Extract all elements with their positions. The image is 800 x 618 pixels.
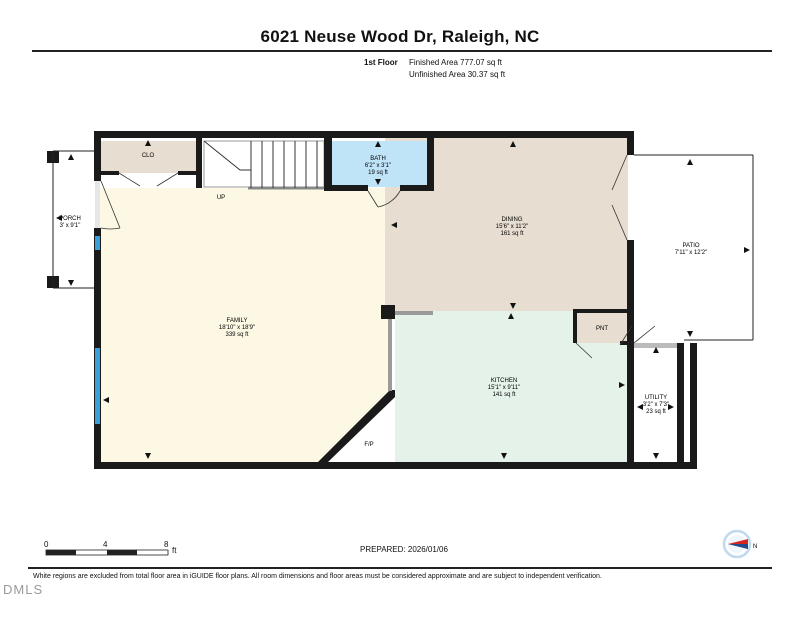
patio-label: PATIO bbox=[682, 243, 699, 249]
dining-label: DINING bbox=[502, 217, 523, 223]
dining-dims: 15'6" x 11'2" bbox=[496, 224, 528, 230]
bath-dims: 6'2" x 3'1" bbox=[365, 163, 391, 169]
scale-tick-4: 4 bbox=[103, 540, 108, 549]
patio-dims: 7'11" x 12'2" bbox=[675, 250, 707, 256]
utility-label: UTILITY bbox=[645, 395, 667, 401]
pantry-room bbox=[576, 311, 628, 343]
footer-divider bbox=[28, 567, 772, 569]
kitchen-area: 141 sq ft bbox=[492, 392, 515, 398]
scale-tick-0: 0 bbox=[44, 540, 49, 549]
unfinished-area: Unfinished Area 30.37 sq ft bbox=[409, 70, 506, 79]
mls-watermark: DMLS bbox=[3, 582, 44, 597]
stairs-up-label: UP bbox=[217, 195, 225, 201]
prepared-date: PREPARED: 2026/01/06 bbox=[360, 545, 448, 554]
stairs bbox=[203, 140, 325, 190]
closet-label: CLO bbox=[142, 153, 155, 159]
family-label: FAMILY bbox=[227, 318, 248, 324]
scale-bar bbox=[45, 549, 169, 556]
walls bbox=[47, 131, 697, 469]
disclaimer-text: White regions are excluded from total fl… bbox=[33, 573, 602, 580]
scale-tick-8: 8 bbox=[164, 540, 169, 549]
floor-label: 1st Floor bbox=[364, 58, 398, 67]
porch-outline bbox=[52, 150, 94, 289]
porch-dims: 3' x 9'1" bbox=[60, 223, 81, 229]
finished-area: Finished Area 777.07 sq ft bbox=[409, 58, 502, 67]
fireplace-label: F/P bbox=[364, 442, 373, 448]
compass-icon: N bbox=[722, 529, 757, 559]
partitions bbox=[388, 311, 677, 391]
compass-north-label: N bbox=[753, 544, 757, 550]
closet-room bbox=[100, 141, 196, 173]
kitchen-label: KITCHEN bbox=[491, 378, 517, 384]
windows bbox=[95, 181, 100, 424]
family-area: 339 sq ft bbox=[225, 332, 248, 338]
utility-area: 23 sq ft bbox=[646, 409, 666, 415]
dining-area: 161 sq ft bbox=[500, 231, 523, 237]
patio-outline bbox=[634, 154, 754, 341]
bath-label: BATH bbox=[370, 156, 386, 162]
kitchen-dims: 15'1" x 9'11" bbox=[488, 385, 520, 391]
door-swings bbox=[100, 154, 656, 359]
family-room bbox=[100, 188, 390, 462]
bath-area: 19 sq ft bbox=[368, 170, 388, 176]
header-divider bbox=[32, 50, 772, 52]
pantry-label: PNT bbox=[596, 326, 608, 332]
utility-dims: 3'2" x 7'3" bbox=[643, 402, 669, 408]
family-dims: 18'10" x 18'9" bbox=[219, 325, 255, 331]
dimension-markers bbox=[56, 140, 750, 459]
plan-title: 6021 Neuse Wood Dr, Raleigh, NC bbox=[260, 27, 540, 46]
porch-label: PORCH bbox=[59, 216, 81, 222]
scale-unit: ft bbox=[172, 546, 177, 555]
